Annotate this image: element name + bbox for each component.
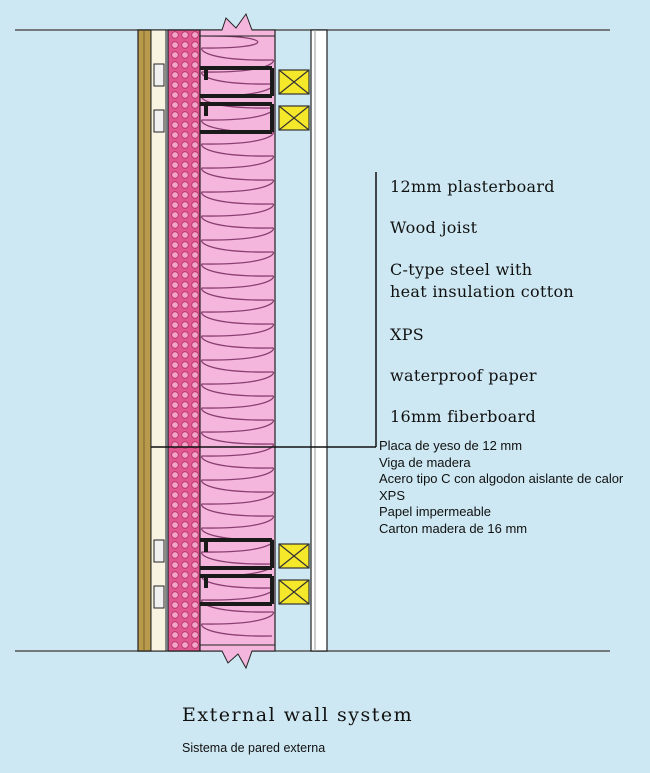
label-papel-impermeable-es: Papel impermeable (379, 504, 492, 520)
label-wood-joist-en: Wood joist (390, 218, 478, 237)
spanish-legend: Placa de yeso de 12 mm Viga de madera Ac… (379, 438, 644, 538)
label-waterproof-paper-en: waterproof paper (390, 366, 537, 385)
caption-en: External wall system (182, 704, 414, 726)
break-mark-bottom (199, 644, 276, 670)
fiberboard-layer (137, 29, 152, 652)
label-xps-en: XPS (390, 325, 425, 344)
label-plasterboard-en: 12mm plasterboard (390, 177, 555, 196)
fastener-notches (153, 63, 165, 609)
break-mark-top (199, 12, 276, 37)
waterproof-paper-layer (150, 29, 167, 652)
caption-es: Sistema de pared externa (182, 741, 326, 755)
label-acero-tipo-c-es: Acero tipo C con algodon aislante de cal… (379, 471, 624, 487)
xps-layer (167, 29, 201, 652)
label-placa-yeso-es: Placa de yeso de 12 mm (379, 438, 523, 453)
label-fiberboard-en: 16mm fiberboard (390, 407, 536, 426)
label-c-steel-en-line2: heat insulation cotton (390, 282, 574, 301)
label-c-steel-en-line1: C-type steel with (390, 260, 533, 279)
c-steel-channels (200, 66, 274, 606)
label-carton-madera-es: Carton madera de 16 mm (379, 520, 528, 536)
leader-lines (151, 172, 377, 448)
label-viga-madera-es: Viga de madera (379, 454, 471, 470)
label-xps-es: XPS (379, 487, 406, 503)
wood-joists (278, 69, 310, 605)
plasterboard-layer (310, 29, 328, 652)
